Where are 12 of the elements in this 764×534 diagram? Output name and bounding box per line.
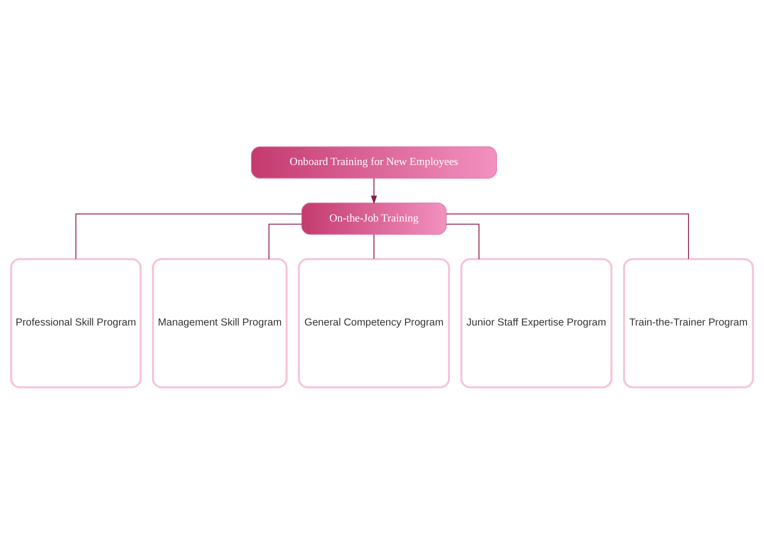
connector <box>446 224 480 260</box>
connector <box>268 224 302 260</box>
connector <box>446 213 689 260</box>
node-box: Junior Staff Expertise Program <box>460 258 612 388</box>
node-box: On-the-Job Training <box>301 202 447 235</box>
node-box: General Competency Program <box>298 258 450 388</box>
node-box: Train-the-Trainer Program <box>623 258 754 388</box>
connector <box>75 213 302 260</box>
node-box: Management Skill Program <box>152 258 288 388</box>
arrow <box>370 178 377 204</box>
node-box: Onboard Training for New Employees <box>250 146 497 179</box>
node-box: Professional Skill Program <box>10 258 142 388</box>
